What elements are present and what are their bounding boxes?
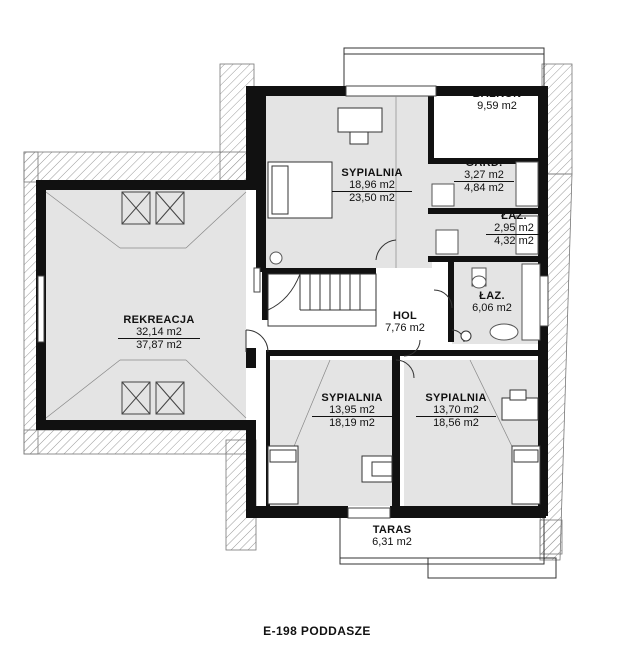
room-label-hol: HOL 7,76 m2 [378, 310, 432, 334]
room-area-gross: 23,50 m2 [349, 192, 395, 204]
bathroom-fixtures [269, 161, 541, 341]
room-area-net: 2,95 m2 [486, 222, 542, 235]
desks [337, 107, 539, 483]
room-area-gross: 4,84 m2 [464, 182, 504, 194]
room-area-gross: 18,56 m2 [433, 417, 479, 429]
room-area-net: 13,95 m2 [312, 404, 392, 417]
room-name: SYPIALNIA [321, 392, 383, 404]
room-name: ŁAZ. [479, 290, 505, 302]
room-area-net: 32,14 m2 [118, 326, 200, 339]
room-name: ŁAZ. [501, 210, 527, 222]
room-name: HOL [392, 310, 418, 322]
room-name: REKREACJA [123, 314, 195, 326]
room-name: TARAS [372, 524, 412, 536]
roof-eaves [23, 63, 573, 561]
room-area-net: 6,31 m2 [372, 536, 412, 548]
beds [267, 161, 541, 505]
pr-marker [460, 330, 472, 342]
plan-caption: E-198 PODDASZE [263, 624, 371, 638]
room-label-sypialnia-1: SYPIALNIA 18,96 m2 23,50 m2 [332, 167, 412, 204]
room-label-sypialnia-3: SYPIALNIA 13,70 m2 18,56 m2 [416, 392, 496, 429]
room-label-taras: TARAS 6,31 m2 [362, 524, 422, 548]
room-label-lazienka-1: ŁAZ. 2,95 m2 4,32 m2 [486, 210, 542, 247]
room-label-garderoba: GARD. 3,27 m2 4,84 m2 [454, 157, 514, 194]
staircase [267, 273, 377, 327]
room-area-net: 3,27 m2 [454, 169, 514, 182]
room-area-net: 7,76 m2 [385, 322, 425, 334]
room-area-gross: 4,32 m2 [494, 235, 534, 247]
room-area-net: 6,06 m2 [472, 302, 512, 314]
room-area-gross: 18,19 m2 [329, 417, 375, 429]
room-area-net: 13,70 m2 [416, 404, 496, 417]
room-label-sypialnia-2: SYPIALNIA 13,95 m2 18,19 m2 [312, 392, 392, 429]
room-label-balkon: BALKON 9,59 m2 [462, 88, 532, 112]
room-name: SYPIALNIA [425, 392, 487, 404]
room-label-rekreacja: REKREACJA 32,14 m2 37,87 m2 [118, 314, 200, 351]
room-name: SYPIALNIA [341, 167, 403, 179]
room-area-gross: 37,87 m2 [136, 339, 182, 351]
room-name: GARD. [465, 157, 503, 169]
skylights [121, 191, 185, 415]
room-name: BALKON [472, 88, 522, 100]
room-label-lazienka-2: ŁAZ. 6,06 m2 [462, 290, 522, 314]
room-area-net: 18,96 m2 [332, 179, 412, 192]
room-area-net: 9,59 m2 [477, 100, 517, 112]
